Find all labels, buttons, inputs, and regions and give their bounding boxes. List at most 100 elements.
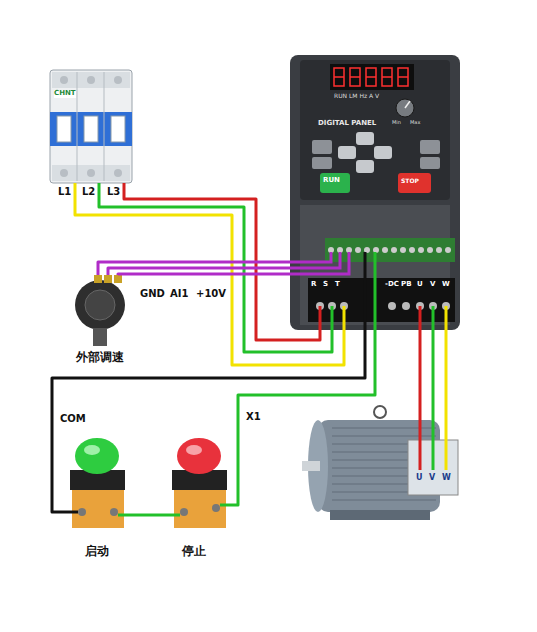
- phase-label: L3: [107, 186, 120, 197]
- potentiometer: [93, 328, 107, 346]
- stop-button: [186, 445, 202, 455]
- wire: [132, 514, 162, 517]
- key-label: RUN: [323, 177, 340, 185]
- start-button: [84, 445, 100, 455]
- inverter-body: [420, 140, 440, 154]
- inner-wire: [290, 252, 446, 330]
- indicator-label: RUN LM Hz A V: [334, 93, 379, 100]
- inverter-box: RUN LM Hz A VMinMaxDIGITAL PANELRUNSTOPR…: [290, 55, 460, 330]
- part-name: 停止: [182, 545, 206, 558]
- stop-button-box: 停止: [162, 432, 232, 565]
- inner-wire: [290, 252, 331, 262]
- knob-label: Max: [410, 120, 420, 126]
- inverter-body: [290, 55, 460, 330]
- inverter-body: [420, 157, 440, 169]
- potentiometer-box: 外部调速: [66, 275, 140, 366]
- start-button: [78, 508, 86, 516]
- wire: [232, 330, 375, 505]
- inverter-body: [382, 68, 392, 86]
- wire: [75, 183, 344, 365]
- inner-wire: [364, 252, 367, 330]
- phase-label: L1: [58, 186, 71, 197]
- inner-wire: [343, 306, 346, 330]
- inverter-body: [398, 173, 431, 193]
- pin-label: +10V: [196, 288, 226, 299]
- terminal-label: W: [442, 474, 451, 483]
- inverter-body: [330, 64, 414, 90]
- inverter-body: [290, 55, 460, 330]
- inverter-body: [405, 101, 410, 108]
- circuit-breaker: [52, 72, 130, 88]
- terminal-label: V: [430, 281, 435, 289]
- motor: [330, 510, 430, 520]
- circuit-breaker: [57, 116, 71, 142]
- inverter-body: [436, 247, 442, 253]
- circuit-breaker: [52, 165, 130, 181]
- inner-wire: [419, 306, 422, 330]
- inverter-body: [320, 173, 350, 193]
- brand-label: CHNT: [54, 90, 76, 98]
- terminal-label: -DC: [385, 281, 399, 289]
- motor: [332, 499, 436, 501]
- start-button: [118, 514, 132, 517]
- inverter-body: [445, 247, 451, 253]
- inverter-body: [334, 68, 344, 86]
- part-name: 外部调速: [76, 351, 124, 364]
- inverter-body: [312, 140, 332, 154]
- wire: [108, 268, 290, 275]
- wire: [445, 330, 448, 400]
- inner-wire: [445, 306, 448, 330]
- wire: [432, 330, 435, 400]
- circuit-breaker: [111, 116, 125, 142]
- wire: [118, 274, 290, 275]
- key-label: STOP: [401, 178, 419, 185]
- wire: [99, 183, 332, 352]
- circuit-breaker: [50, 112, 132, 146]
- potentiometer: [75, 280, 125, 330]
- circuit-breaker: [50, 70, 132, 183]
- circuit-breaker: [114, 76, 122, 84]
- inverter-body: [334, 76, 344, 78]
- inverter-body: [427, 247, 433, 253]
- wire: [52, 330, 365, 512]
- circuit-breaker: [87, 76, 95, 84]
- motor: [419, 400, 422, 470]
- inner-wire: [290, 252, 349, 274]
- terminal-label: T: [335, 281, 340, 289]
- inner-wire: [432, 306, 435, 330]
- start-button: [62, 511, 78, 514]
- pin-label: GND: [140, 288, 165, 299]
- circuit-breaker: [60, 76, 68, 84]
- potentiometer: [85, 290, 115, 320]
- inverter-body: [418, 247, 424, 253]
- inverter-body: [350, 68, 360, 86]
- inverter-body: [402, 302, 410, 310]
- inverter-body: [391, 247, 397, 253]
- inverter-body: [312, 157, 332, 169]
- motor: [302, 400, 458, 520]
- inner-wire: [319, 306, 322, 330]
- signal-label: X1: [244, 411, 263, 422]
- signal-label: COM: [58, 413, 88, 424]
- start-button: [110, 508, 118, 516]
- terminal-label: PB: [401, 281, 411, 289]
- knob-label: Min: [392, 120, 401, 126]
- inverter-body: [374, 146, 392, 159]
- inverter-body: [388, 302, 396, 310]
- inverter-body: [382, 76, 392, 78]
- start-button: [72, 490, 124, 528]
- stop-button: [212, 504, 220, 512]
- inverter-body: [356, 132, 374, 145]
- inverter-body: [382, 247, 388, 253]
- motor: [374, 406, 386, 418]
- motor: [302, 461, 320, 471]
- circuit-breaker: [84, 116, 98, 142]
- start-button-box: 启动: [62, 432, 132, 565]
- inverter-body: [366, 76, 376, 78]
- potentiometer: [104, 275, 112, 283]
- wire: [98, 262, 290, 275]
- inverter-body: [400, 247, 406, 253]
